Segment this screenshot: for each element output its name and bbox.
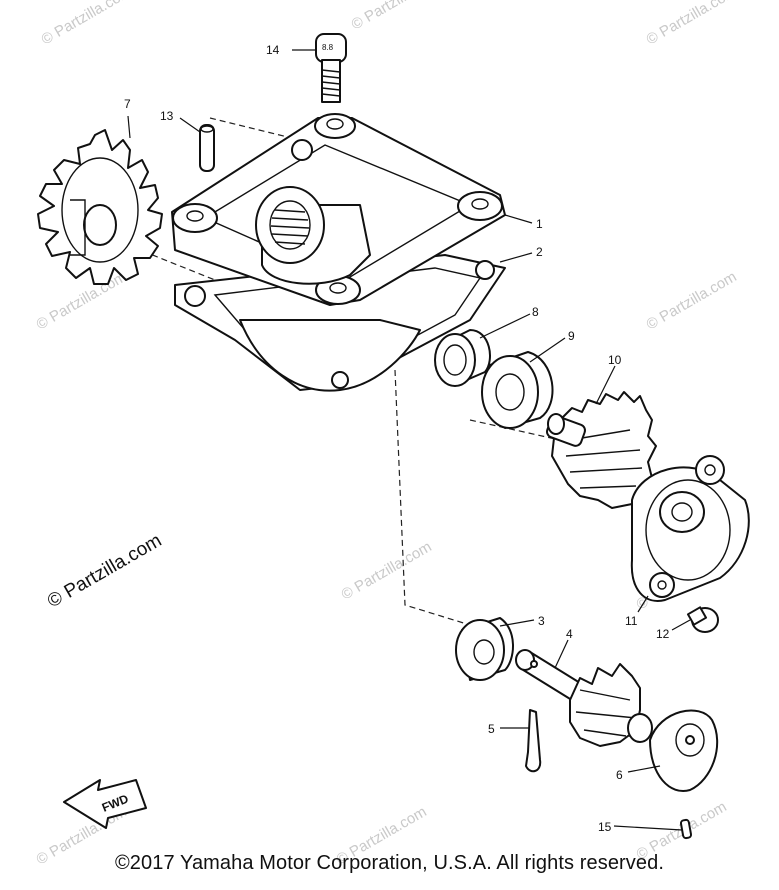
part-11-housing-cover <box>630 455 750 602</box>
callout-7: 7 <box>124 97 131 111</box>
callout-8: 8 <box>532 305 539 319</box>
leader-lines <box>127 49 691 831</box>
callout-5: 5 <box>488 722 495 736</box>
callout-9: 9 <box>568 329 575 343</box>
part-5-cotter-pin <box>525 709 542 773</box>
part-1-pump-cover <box>171 113 506 306</box>
part-8-bushing <box>434 329 491 387</box>
callout-4: 4 <box>566 627 573 641</box>
callout-14: 14 <box>266 43 280 57</box>
watermark: © Partzilla.com <box>644 268 740 333</box>
part-6-cap <box>649 709 719 792</box>
watermark: © Partzilla.com <box>34 268 130 333</box>
part-12-screw <box>686 606 719 633</box>
part-15-pin <box>679 818 693 840</box>
watermark: © Partzilla.com <box>39 0 135 48</box>
callout-labels: 14 13 7 1 2 8 9 10 11 12 3 4 5 6 15 <box>124 43 670 834</box>
watermark: © Partzilla.com <box>644 0 740 48</box>
copyright-notice: ©2017 Yamaha Motor Corporation, U.S.A. A… <box>114 852 665 874</box>
watermark-prominent: © Partzilla.com <box>44 530 165 612</box>
part-7-drive-gear <box>37 129 163 285</box>
part-4-drive-shaft <box>515 649 653 747</box>
callout-6: 6 <box>616 768 623 782</box>
part-9-bearing <box>481 351 554 429</box>
part-10-driven-gear <box>546 391 657 509</box>
part-14-bolt: 8.8 <box>315 33 347 103</box>
svg-text:8.8: 8.8 <box>322 43 334 52</box>
part-13-dowel-pin <box>199 124 215 172</box>
callout-11: 11 <box>625 614 638 628</box>
watermark: © Partzilla.com <box>339 538 435 603</box>
callout-3: 3 <box>538 614 545 628</box>
callout-1: 1 <box>536 217 543 231</box>
callout-2: 2 <box>536 245 543 259</box>
callout-13: 13 <box>160 109 174 123</box>
callout-12: 12 <box>656 627 670 641</box>
callout-10: 10 <box>608 353 622 367</box>
callout-15: 15 <box>598 820 612 834</box>
fwd-arrow-icon: FWD <box>63 779 147 829</box>
part-3-bushing <box>455 617 514 681</box>
part-2-pump-body-gasket <box>174 254 506 392</box>
watermark: © Partzilla.com <box>349 0 445 33</box>
